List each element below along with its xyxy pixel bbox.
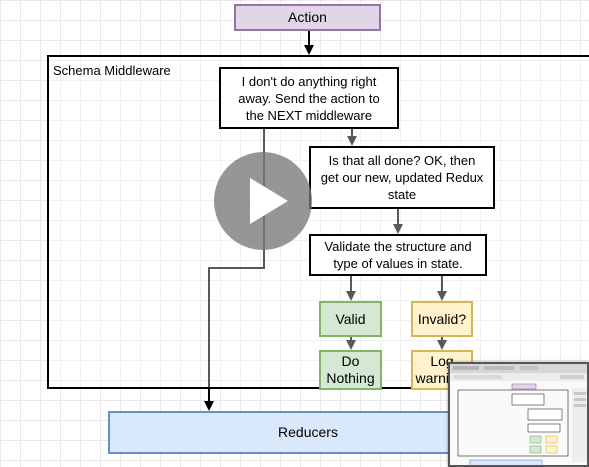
do-nothing-line-2: Nothing [326,370,375,386]
action-box: Action [234,4,381,31]
step2-line-1: Is that all done? OK, then [328,153,476,168]
video-thumbnail[interactable] [448,362,589,467]
step1-line-1: I don't do anything right [241,73,377,89]
step1-line-3: the NEXT middleware [245,107,373,123]
step1-line-2: away. Send the action to [238,90,380,106]
step3-line-2: type of values in state. [333,256,463,271]
do-nothing-line-1: Do [341,353,360,369]
log-warning-line-1: Log [430,353,454,369]
reducers-box: Reducers [108,411,508,454]
thumbnail-preview-image [450,364,587,465]
valid-label: Valid [335,310,366,327]
step-send-to-next-box: I don't do anything right away. Send the… [219,67,399,129]
reducers-label: Reducers [278,424,338,440]
valid-box: Valid [319,301,382,337]
invalid-label: Invalid? [417,310,467,327]
play-button[interactable] [214,152,312,250]
step2-line-2: get our new, updated Redux [320,170,484,185]
step-get-updated-state-box: Is that all done? OK, then get our new, … [309,146,495,209]
container-title: Schema Middleware [53,63,171,78]
step3-line-1: Validate the structure and [324,239,472,254]
step-validate-box: Validate the structure and type of value… [309,234,487,276]
play-icon [250,178,288,224]
action-label: Action [288,9,327,25]
do-nothing-box: Do Nothing [319,350,382,390]
invalid-box: Invalid? [411,301,473,337]
step2-line-3: state [387,187,417,202]
